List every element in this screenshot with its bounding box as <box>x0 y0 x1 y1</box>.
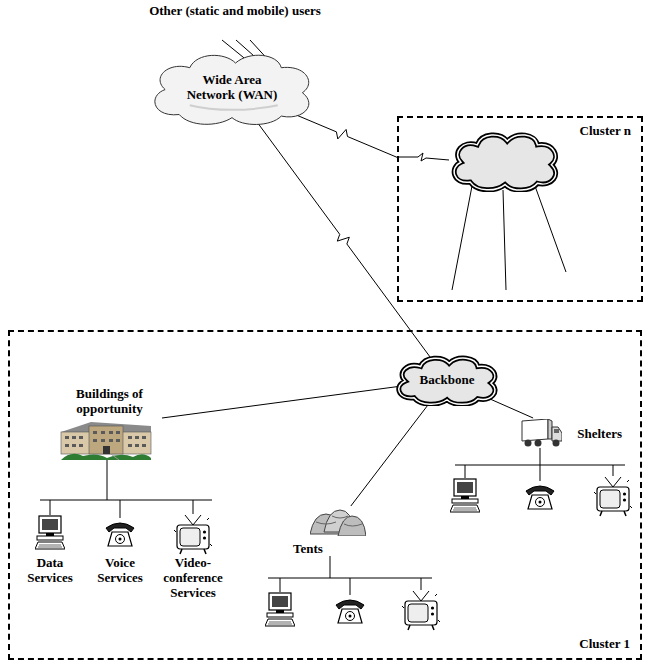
site-group: Tents <box>291 506 371 558</box>
site-group: Buildings of opportunity <box>57 387 162 463</box>
radio-link <box>287 111 397 157</box>
cluster-box: Cluster n <box>397 116 643 302</box>
node-label: Backbone <box>420 373 475 388</box>
network-cloud: Wide Area Network (WAN) <box>144 49 320 127</box>
service-label: Voice Services <box>92 556 148 586</box>
truck-icon <box>522 419 562 447</box>
computer-icon <box>265 593 295 626</box>
radio-link <box>255 119 432 360</box>
device-wires <box>40 448 625 595</box>
node-label: Cluster n <box>580 124 631 139</box>
tent-icon <box>310 510 366 536</box>
tv-icon <box>174 515 212 554</box>
service-label: Data Services <box>22 556 78 586</box>
node-label: Tents <box>293 542 323 557</box>
node-label: Shelters <box>577 427 622 442</box>
tv-icon <box>594 477 632 516</box>
phone-icon <box>106 523 134 546</box>
computer-icon <box>450 479 480 512</box>
service-label: Video-conference Services <box>157 556 229 601</box>
building-icon <box>61 422 151 460</box>
node-label: Wide Area Network (WAN) <box>182 73 282 103</box>
node-label: Cluster 1 <box>579 637 630 652</box>
phone-icon <box>336 600 364 623</box>
tv-icon <box>402 591 440 630</box>
link-line <box>351 400 432 506</box>
user-label: Other (static and mobile) users <box>135 4 335 19</box>
cluster-cloud <box>397 135 566 290</box>
device-icons <box>35 477 632 630</box>
node-label: Buildings of opportunity <box>60 387 160 417</box>
link-line <box>162 386 400 418</box>
phone-icon <box>526 486 554 509</box>
computer-icon <box>35 516 65 549</box>
site-group: Shelters <box>517 418 624 451</box>
backbone-cloud: Backbone <box>392 354 502 406</box>
cluster-box: Cluster 1 BackboneBuildings of opportunit… <box>8 330 642 660</box>
